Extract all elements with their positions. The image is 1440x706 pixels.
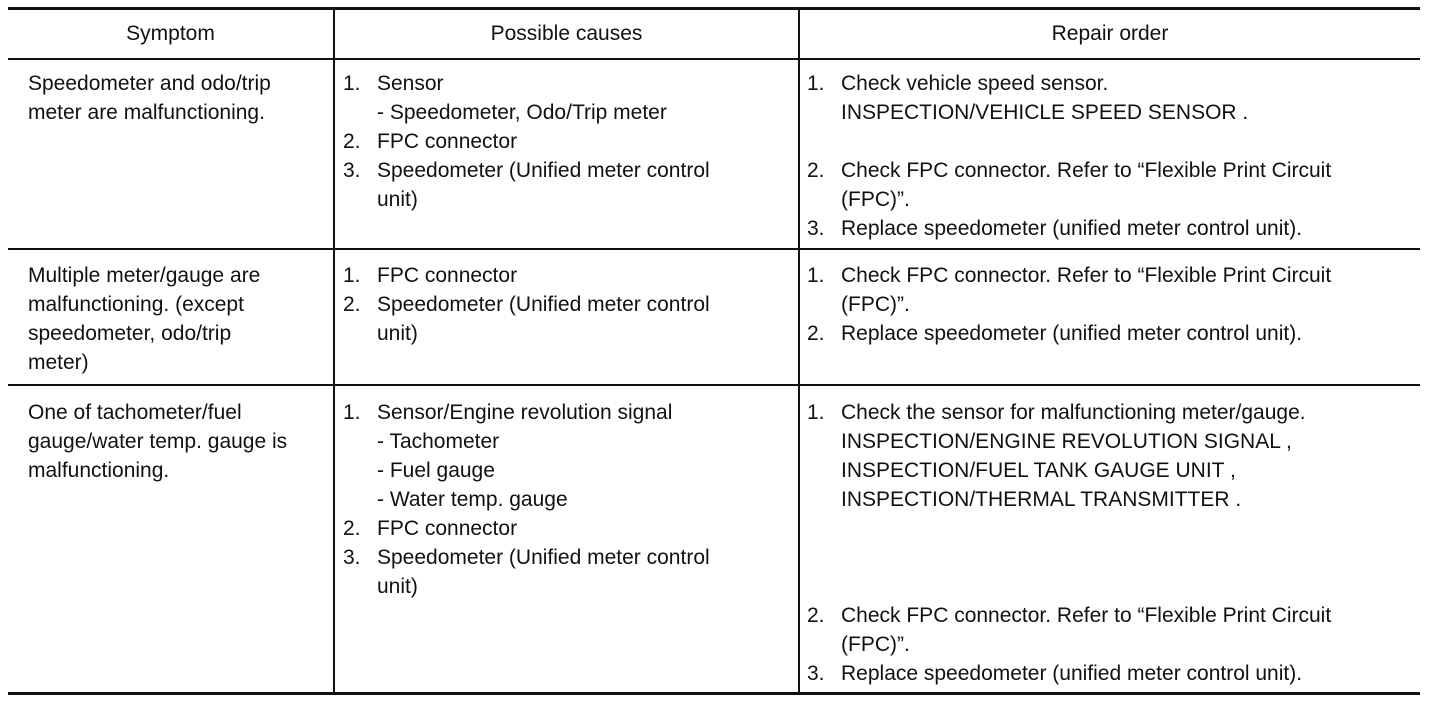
- text-line: One of tachometer/fuel: [28, 401, 242, 424]
- list-subitem: - Water temp. gauge: [377, 488, 568, 511]
- text-line: Speedometer and odo/trip: [28, 72, 271, 95]
- header-possible-causes: Possible causes: [490, 22, 643, 45]
- list-item: 1.Check the sensor for malfunctioning me…: [807, 401, 1306, 424]
- text-line: meter are malfunctioning.: [28, 101, 265, 124]
- table-row-2-repair: 1.Check FPC connector. Refer to “Flexibl…: [807, 261, 1331, 348]
- inspection-reference: INSPECTION/ENGINE REVOLUTION SIGNAL ,: [841, 430, 1292, 453]
- list-continuation: (FPC)”.: [841, 188, 910, 211]
- table-row-1-causes: 1.Sensor - Speedometer, Odo/Trip meter 2…: [343, 69, 710, 214]
- table-row-3-causes: 1.Sensor/Engine revolution signal - Tach…: [343, 398, 710, 601]
- header-divider: [8, 58, 1420, 60]
- list-item: 3.Speedometer (Unified meter control: [343, 546, 710, 569]
- table-row-3-repair: 1.Check the sensor for malfunctioning me…: [807, 398, 1331, 688]
- list-item: 2.FPC connector: [343, 130, 518, 153]
- list-item: 2.Check FPC connector. Refer to “Flexibl…: [807, 604, 1332, 627]
- text-line: meter): [28, 351, 89, 374]
- text-line: speedometer, odo/trip: [28, 322, 232, 345]
- text-line: malfunctioning.: [28, 459, 170, 482]
- list-subitem: - Fuel gauge: [377, 459, 495, 482]
- blank-line: [807, 543, 1331, 572]
- list-item: 1.FPC connector: [343, 264, 518, 287]
- list-continuation: unit): [377, 322, 418, 345]
- table-row-1-repair: 1.Check vehicle speed sensor. INSPECTION…: [807, 69, 1331, 243]
- list-item: 2.FPC connector: [343, 517, 518, 540]
- list-item: 1.Sensor/Engine revolution signal: [343, 401, 673, 424]
- text-line: gauge/water temp. gauge is: [28, 430, 288, 453]
- list-item: 2.Speedometer (Unified meter control: [343, 293, 710, 316]
- list-item: 3.Speedometer (Unified meter control: [343, 159, 710, 182]
- table-bottom-rule: [8, 692, 1420, 695]
- table-row-1-symptom: Speedometer and odo/trip meter are malfu…: [28, 69, 271, 127]
- list-continuation: unit): [377, 575, 418, 598]
- list-continuation: unit): [377, 188, 418, 211]
- header-symptom: Symptom: [126, 22, 215, 45]
- blank-line: [807, 127, 1331, 156]
- table-row-2-symptom: Multiple meter/gauge are malfunctioning.…: [28, 261, 260, 377]
- list-continuation: (FPC)”.: [841, 293, 910, 316]
- list-item: 3.Replace speedometer (unified meter con…: [807, 662, 1303, 685]
- list-continuation: (FPC)”.: [841, 633, 910, 656]
- list-item: 1.Check FPC connector. Refer to “Flexibl…: [807, 264, 1332, 287]
- blank-line: [807, 572, 1331, 601]
- table-row-2-causes: 1.FPC connector 2.Speedometer (Unified m…: [343, 261, 710, 348]
- row-divider: [8, 248, 1420, 250]
- table-top-rule: [8, 7, 1420, 10]
- list-item: 2.Check FPC connector. Refer to “Flexibl…: [807, 159, 1332, 182]
- table-row-3-symptom: One of tachometer/fuel gauge/water temp.…: [28, 398, 287, 485]
- row-divider: [8, 384, 1420, 386]
- list-item: 3.Replace speedometer (unified meter con…: [807, 217, 1303, 240]
- header-repair-order: Repair order: [1051, 22, 1169, 45]
- list-item: 1.Check vehicle speed sensor.: [807, 72, 1109, 95]
- list-subitem: - Tachometer: [377, 430, 500, 453]
- text-line: malfunctioning. (except: [28, 293, 244, 316]
- inspection-reference: INSPECTION/FUEL TANK GAUGE UNIT ,: [841, 459, 1236, 482]
- blank-line: [807, 514, 1331, 543]
- text-line: Multiple meter/gauge are: [28, 264, 261, 287]
- inspection-reference: INSPECTION/THERMAL TRANSMITTER .: [841, 488, 1242, 511]
- column-divider: [798, 9, 800, 693]
- inspection-reference: INSPECTION/VEHICLE SPEED SENSOR .: [841, 101, 1249, 124]
- column-divider: [333, 9, 335, 693]
- list-item: 2.Replace speedometer (unified meter con…: [807, 322, 1303, 345]
- list-item: 1.Sensor: [343, 72, 444, 95]
- list-subitem: - Speedometer, Odo/Trip meter: [377, 101, 667, 124]
